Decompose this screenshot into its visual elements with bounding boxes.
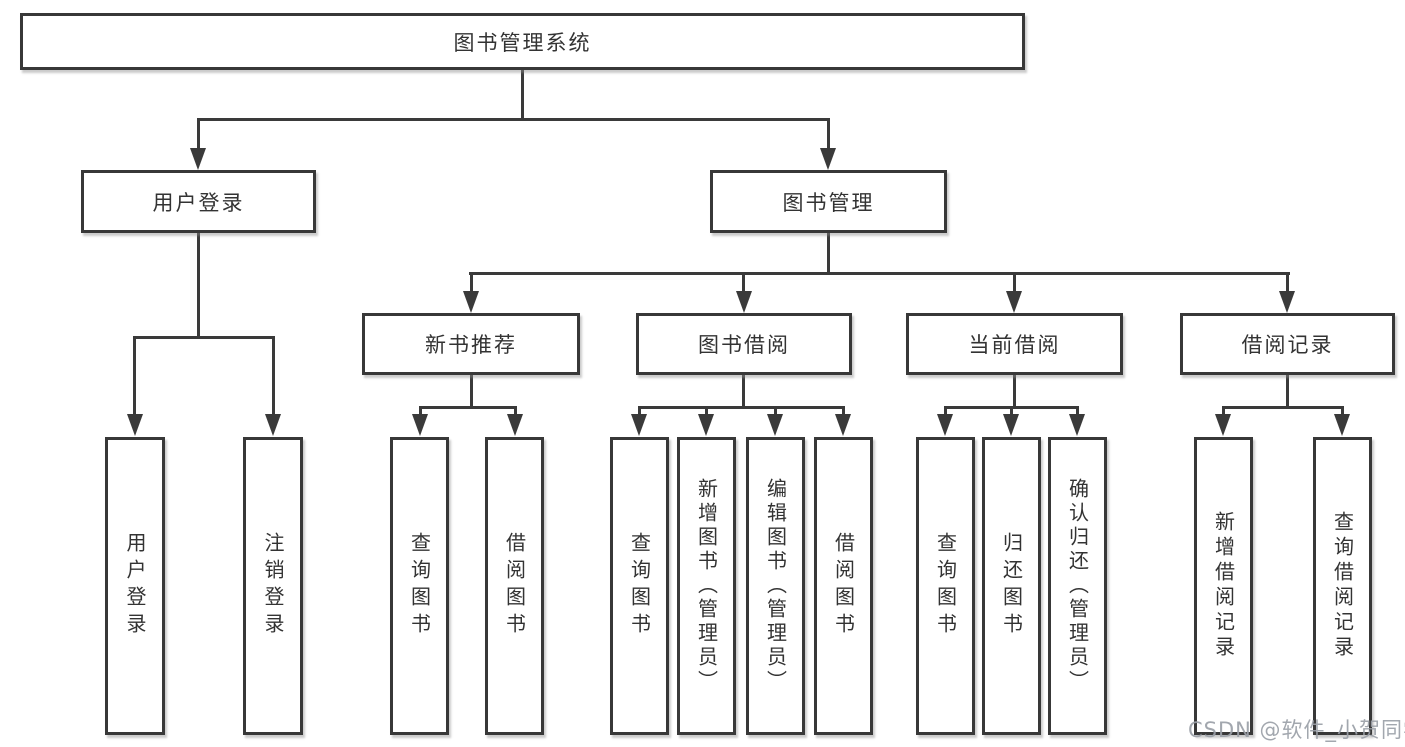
connector-to-leaf-login [133,336,136,416]
leaf-add-books-admin: 新增图书（管理员） [677,437,736,735]
connector-to-cb-query [944,406,947,416]
arrowhead-bb-borrow [835,414,851,436]
arrowhead-bb-query [631,414,647,436]
connector-user-login-split [134,336,275,339]
node-new-book-recommend: 新书推荐 [362,313,580,375]
arrowhead-recommend-query [412,414,428,436]
node-book-borrow-label: 图书借阅 [698,333,790,357]
arrowhead-cb-query [937,414,953,436]
connector-level2-split [469,272,1290,275]
arrowhead-user-login [190,148,206,170]
leaf-recommend-query-books-label: 查询图书 [407,532,432,640]
node-current-borrow: 当前借阅 [906,313,1123,375]
connector-recommend-split [419,406,517,409]
node-borrow-records: 借阅记录 [1180,313,1395,375]
leaf-current-query-books-label: 查询图书 [933,532,958,640]
connector-root-stem [521,70,524,118]
leaf-recommend-borrow-books: 借阅图书 [485,437,544,735]
connector-book-borrow-stem [742,375,745,406]
connector-user-login-stem [197,233,200,336]
node-book-management-label: 图书管理 [782,190,875,215]
node-user-login: 用户登录 [81,170,316,233]
node-user-login-label: 用户登录 [152,190,245,215]
connector-borrow-records-stem [1286,375,1289,406]
arrowhead-recommend-borrow [507,414,523,436]
connector-to-current-borrow [1013,272,1016,293]
connector-to-recommend-query [419,406,422,416]
node-root-label: 图书管理系统 [453,30,592,55]
arrowhead-leaf-login [127,414,143,436]
connector-to-recommend-borrow [514,406,517,416]
arrowhead-leaf-logout [265,414,281,436]
node-book-borrow: 图书借阅 [636,313,852,375]
connector-current-borrow-stem [1013,375,1016,406]
arrowhead-br-add [1215,414,1231,436]
connector-book-borrow-split [638,406,845,409]
leaf-borrow-query-books: 查询图书 [610,437,669,735]
leaf-user-login: 用户登录 [105,437,165,735]
connector-recommend-stem [470,375,473,406]
arrowhead-bb-add [698,414,714,436]
connector-to-cb-return [1010,406,1013,416]
leaf-add-borrow-record: 新增借阅记录 [1194,437,1253,735]
connector-to-bb-borrow [842,406,845,416]
connector-borrow-records-split [1222,406,1344,409]
leaf-recommend-borrow-books-label: 借阅图书 [502,532,527,640]
arrowhead-cb-return [1003,414,1019,436]
arrowhead-bb-edit [767,414,783,436]
leaf-confirm-return-admin-label: 确认归还（管理员） [1065,478,1090,694]
leaf-borrow-books: 借阅图书 [814,437,873,735]
leaf-edit-books-admin-label: 编辑图书（管理员） [763,478,788,694]
node-root: 图书管理系统 [20,13,1025,70]
node-book-management: 图书管理 [710,170,947,233]
connector-to-book-borrow [742,272,745,293]
connector-to-cb-confirm [1076,406,1079,416]
leaf-confirm-return-admin: 确认归还（管理员） [1048,437,1107,735]
arrowhead-new-book-recommend [463,291,479,313]
leaf-logout-label: 注销登录 [261,532,285,640]
leaf-current-query-books: 查询图书 [916,437,975,735]
arrowhead-br-query [1334,414,1350,436]
connector-to-bb-edit [774,406,777,416]
arrowhead-borrow-records [1279,291,1295,313]
leaf-borrow-books-label: 借阅图书 [831,532,856,640]
csdn-watermark: CSDN @软件_小贺同学 [1188,718,1405,742]
arrowhead-book-management [820,148,836,170]
connector-to-bb-query [638,406,641,416]
connector-to-bb-add [705,406,708,416]
connector-to-user-login [197,118,200,152]
connector-to-br-add [1222,406,1225,416]
leaf-query-borrow-record: 查询借阅记录 [1313,437,1372,735]
arrowhead-book-borrow [736,291,752,313]
leaf-user-login-label: 用户登录 [123,532,147,640]
leaf-borrow-query-books-label: 查询图书 [627,532,652,640]
leaf-query-borrow-record-label: 查询借阅记录 [1330,511,1355,661]
leaf-add-borrow-record-label: 新增借阅记录 [1211,511,1236,661]
connector-to-leaf-logout [272,336,275,416]
connector-to-br-query [1341,406,1344,416]
node-new-book-recommend-label: 新书推荐 [425,333,517,357]
arrowhead-cb-confirm [1069,414,1085,436]
connector-book-management-stem [827,233,830,272]
leaf-recommend-query-books: 查询图书 [390,437,449,735]
connector-to-book-management [827,118,830,152]
leaf-return-books: 归还图书 [982,437,1041,735]
node-current-borrow-label: 当前借阅 [968,333,1061,357]
leaf-add-books-admin-label: 新增图书（管理员） [694,478,719,694]
connector-to-new-book-recommend [470,272,473,293]
leaf-return-books-label: 归还图书 [999,532,1024,640]
arrowhead-current-borrow [1006,291,1022,313]
leaf-logout: 注销登录 [243,437,303,735]
connector-level1-split [197,118,830,121]
connector-to-borrow-records [1286,272,1289,293]
node-borrow-records-label: 借阅记录 [1241,333,1334,357]
leaf-edit-books-admin: 编辑图书（管理员） [746,437,805,735]
